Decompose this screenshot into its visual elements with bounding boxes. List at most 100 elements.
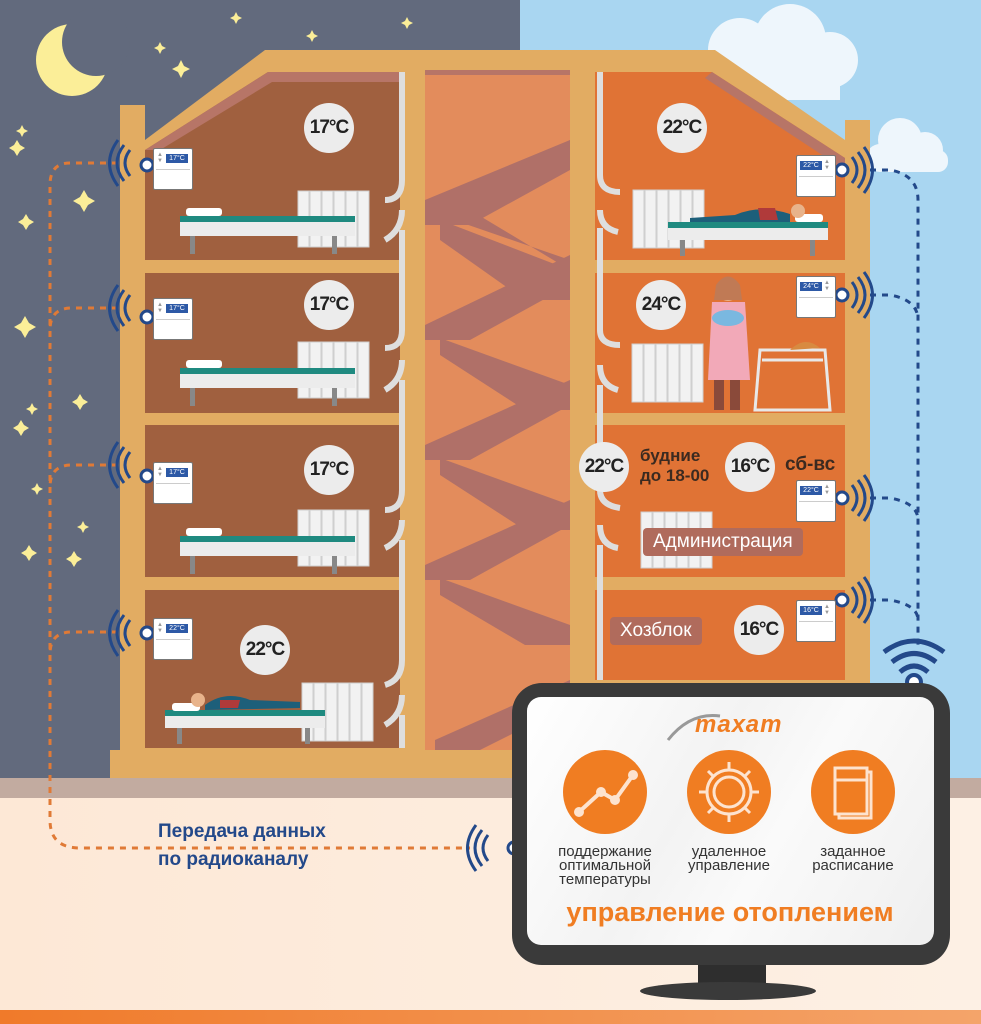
thermostat-display: 16°C	[800, 606, 822, 615]
bed-icon	[180, 528, 355, 574]
temperature-badge: 17°C	[304, 445, 354, 495]
stars	[9, 12, 413, 567]
star-icon	[9, 140, 25, 156]
up-down-arrows-icon: ▲▼	[157, 466, 163, 478]
weekday-note-line1: будние	[640, 446, 701, 465]
thermostat[interactable]: ▲▼17°C	[153, 462, 193, 504]
weekday-schedule-note: будние до 18-00	[640, 446, 709, 486]
crib-icon	[753, 348, 832, 412]
feature-label: поддержание оптимальной температуры	[557, 843, 653, 888]
star-icon	[401, 17, 413, 29]
thermostat[interactable]: ▲▼17°C	[153, 298, 193, 340]
radio-wave-icon	[108, 139, 155, 187]
temperature-badge: 22°C	[657, 103, 707, 153]
bed-with-patient-icon	[668, 204, 828, 256]
up-down-arrows-icon: ▲▼	[824, 604, 830, 616]
star-icon	[73, 190, 95, 212]
radio-label-line2: по радиоканалу	[158, 849, 309, 870]
thermostat-display: 22°C	[166, 624, 188, 633]
star-icon	[72, 394, 88, 410]
feature-label-line: заданное	[820, 843, 886, 860]
radio-waves-right	[834, 146, 874, 624]
weekend-schedule-note: сб-вс	[785, 454, 836, 475]
star-icon	[13, 420, 29, 436]
bed-icon	[180, 208, 355, 254]
thermostat[interactable]: ▲▼16°C	[796, 600, 836, 642]
star-icon	[14, 316, 36, 338]
room-label-utility: Хозблок	[610, 617, 702, 645]
thermostat[interactable]: ▲▼22°C	[796, 155, 836, 197]
star-icon	[26, 403, 38, 415]
thermostat-display: 17°C	[166, 154, 188, 163]
radio-wave-icon	[108, 441, 155, 489]
brand-logo: тахат	[695, 711, 783, 738]
bed-with-patient-icon	[165, 693, 325, 744]
up-down-arrows-icon: ▲▼	[157, 302, 163, 314]
temperature-badge: 24°C	[636, 280, 686, 330]
up-down-arrows-icon: ▲▼	[824, 159, 830, 171]
thermostat-display: 22°C	[800, 161, 822, 170]
wifi-icon	[882, 638, 946, 691]
star-icon	[230, 12, 242, 24]
temperature-badge: 22°C	[240, 625, 290, 675]
star-icon	[154, 42, 166, 54]
up-down-arrows-icon: ▲▼	[824, 280, 830, 292]
star-icon	[16, 125, 28, 137]
calendar-pages-icon	[833, 766, 873, 820]
temperature-badge: 17°C	[304, 103, 354, 153]
radio-wave-icon	[834, 576, 874, 624]
radio-transmission-label: Передача данных по радиоканалу	[158, 818, 326, 874]
weekend-temperature-badge: 16°C	[725, 442, 775, 492]
weekday-temperature-badge: 22°C	[579, 442, 629, 492]
helm-wheel-icon	[699, 762, 759, 822]
thermostat-display: 24°C	[800, 282, 822, 291]
feature-label-line: оптимальной	[559, 857, 651, 874]
heating-pipes	[383, 72, 621, 748]
star-icon	[31, 483, 43, 495]
radio-link-left	[48, 161, 470, 850]
radio-wave-icon	[834, 474, 874, 522]
radio-link-right	[870, 168, 920, 650]
up-down-arrows-icon: ▲▼	[157, 152, 163, 164]
temperature-badge: 17°C	[304, 280, 354, 330]
weekday-note-line2: до 18-00	[640, 466, 710, 485]
monitor-stand	[698, 965, 766, 985]
radio-label-line1: Передача данных	[158, 821, 326, 842]
radio-wave-icon	[834, 146, 874, 194]
feature-label-line: управление	[687, 857, 771, 874]
star-icon	[172, 60, 190, 78]
thermostat[interactable]: ▲▼17°C	[153, 148, 193, 190]
thermostat-display: 22°C	[800, 486, 822, 495]
chart-line-icon	[574, 770, 638, 817]
room-label-administration: Администрация	[643, 528, 803, 556]
thermostat[interactable]: ▲▼22°C	[796, 480, 836, 522]
star-icon	[18, 214, 34, 230]
feature-label-line: температуры	[559, 871, 651, 888]
thermostat[interactable]: ▲▼24°C	[796, 276, 836, 318]
star-icon	[66, 551, 82, 567]
star-icon	[21, 545, 37, 561]
feature-label-line: поддержание	[558, 843, 652, 860]
feature-label: заданное расписание	[805, 843, 901, 874]
thermostat-display: 17°C	[166, 468, 188, 477]
feature-label-line: расписание	[812, 857, 894, 874]
monitor-headline: управление отоплением	[566, 897, 894, 927]
thermostat[interactable]: ▲▼22°C	[153, 618, 193, 660]
star-icon	[77, 521, 89, 533]
moon-icon	[36, 8, 130, 96]
star-icon	[306, 30, 318, 42]
feature-circle	[811, 750, 895, 834]
nurse-with-baby-icon	[708, 276, 750, 410]
beds	[165, 204, 828, 744]
feature-circle	[563, 750, 647, 834]
temperature-badge: 16°C	[734, 605, 784, 655]
radio-wave-icon	[834, 271, 874, 319]
bed-icon	[180, 360, 355, 406]
up-down-arrows-icon: ▲▼	[824, 484, 830, 496]
up-down-arrows-icon: ▲▼	[157, 622, 163, 634]
radiator-icon	[631, 343, 704, 403]
cloud-icon	[866, 118, 948, 172]
feature-circle	[687, 750, 771, 834]
thermostat-display: 17°C	[166, 304, 188, 313]
radio-wave-icon	[108, 284, 155, 332]
